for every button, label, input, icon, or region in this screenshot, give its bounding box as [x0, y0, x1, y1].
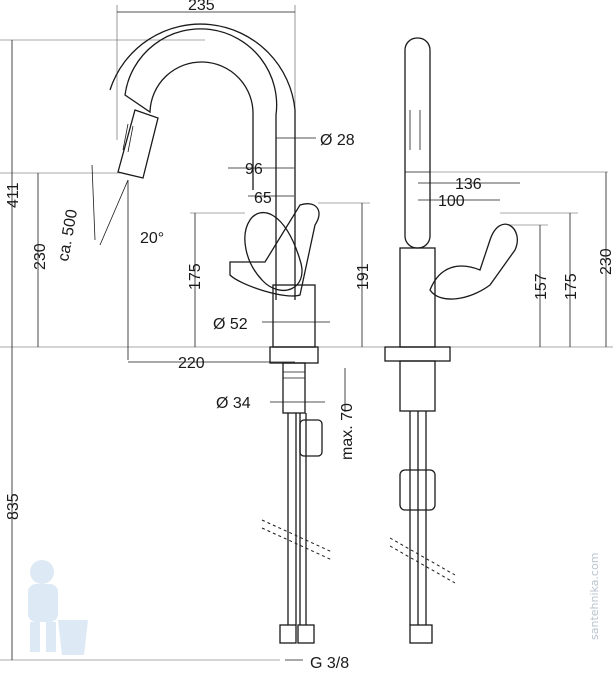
dim-191: 191 — [355, 263, 372, 290]
dim-diameter-28: Ø 28 — [320, 132, 355, 149]
dim-96: 96 — [245, 161, 263, 178]
dim-175-right: 175 — [563, 273, 580, 300]
plumber-mascot-logo — [28, 560, 88, 655]
dim-20-degrees: 20° — [140, 230, 164, 247]
dim-230-left: 230 — [32, 243, 49, 270]
dim-411: 411 — [5, 182, 22, 208]
dim-ca500: ca. 500 — [55, 208, 81, 263]
dimension-labels: 235 411 230 ca. 500 20° Ø 28 96 65 175 1… — [5, 0, 613, 672]
dimension-lines — [11, 11, 607, 661]
dim-max70: max. 70 — [339, 403, 356, 460]
dim-65: 65 — [254, 190, 272, 207]
dim-157: 157 — [533, 273, 550, 300]
watermark: santehnika.com — [588, 553, 601, 640]
faucet-front-view — [109, 23, 333, 644]
dim-220: 220 — [178, 355, 205, 372]
dim-100: 100 — [438, 193, 465, 210]
dim-235: 235 — [188, 0, 215, 14]
dim-175-left: 175 — [187, 263, 204, 290]
dim-835: 835 — [5, 493, 22, 520]
dim-136: 136 — [455, 176, 482, 193]
dim-230-right: 230 — [598, 248, 613, 275]
dim-diameter-34: Ø 34 — [216, 395, 251, 412]
dim-diameter-52: Ø 52 — [213, 316, 248, 333]
faucet-side-view — [384, 37, 518, 644]
dim-g38: G 3/8 — [310, 655, 349, 672]
